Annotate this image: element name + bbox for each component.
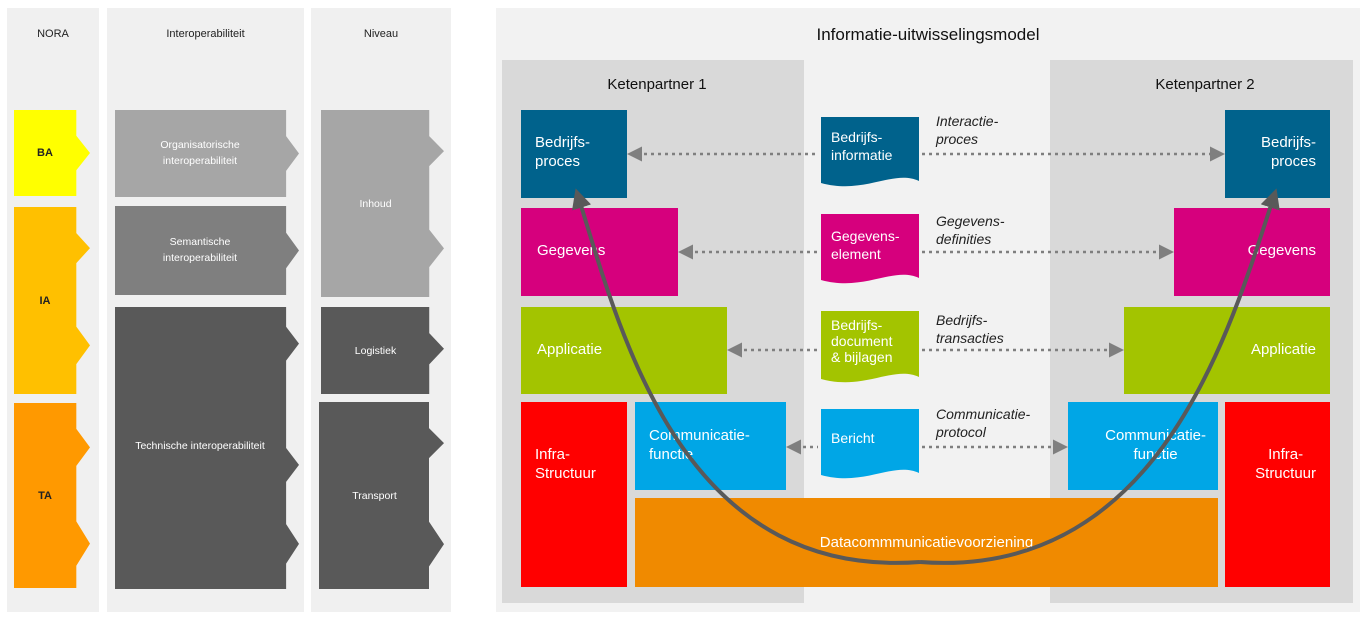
model-title: Informatie-uitwisselingsmodel [816, 25, 1040, 44]
partner1-application-box: Applicatie [521, 307, 727, 394]
level-logistics: Logistiek [321, 307, 444, 394]
exchange-label-interaction: Interactie- proces [936, 113, 999, 147]
interop-label: Semantische interoperabiliteit [162, 235, 238, 264]
exchange-label-transactions: Bedrijfs- transacties [936, 312, 1004, 346]
partner2-application-box: Applicatie [1124, 307, 1330, 394]
box-label: Datacommmunicatievoorziening [819, 534, 1034, 551]
box-label: Infra- Structuur [535, 446, 596, 482]
level-content: Inhoud [321, 110, 444, 297]
exchange-label-protocol: Communicatie- protocol [936, 406, 1031, 440]
interop-semantic: Semantische interoperabiliteit [115, 206, 299, 295]
document-message: Bericht [821, 409, 919, 484]
interop-technical: Technische interoperabiliteit [115, 307, 299, 589]
box-label: Gegevens [537, 242, 606, 259]
partner1-comm-box: Communicatie- functie [635, 402, 786, 490]
box-label: Gegevens [1247, 242, 1316, 259]
document-label: Bedrijfs- document & bijlagen [831, 317, 893, 366]
partner1-data-box: Gegevens [521, 208, 678, 296]
box-label: Applicatie [537, 341, 603, 358]
partner2-infra-box: Infra- Structuur [1225, 402, 1330, 587]
level-label: Transport [352, 489, 397, 502]
interop-label: Organisatorische interoperabiliteit [160, 138, 240, 167]
box-label: Bedrijfs- proces [535, 134, 591, 170]
box-label: Applicatie [1250, 341, 1316, 358]
level-transport: Transport [319, 402, 444, 589]
partner1-infra-box: Infra- Structuur [521, 402, 627, 587]
interop-organisational: Organisatorische interoperabiliteit [115, 110, 299, 197]
partner2-data-box: Gegevens [1174, 208, 1330, 296]
partner2-title: Ketenpartner 2 [1155, 76, 1255, 93]
nora-layer-label: TA [38, 489, 52, 502]
document-shape [821, 117, 919, 187]
interoperability-header: Interoperabiliteit [166, 28, 245, 40]
partner2-comm-box: Communicatie- functie [1068, 402, 1218, 490]
partner1-title: Ketenpartner 1 [607, 76, 707, 93]
document-business-doc: Bedrijfs- document & bijlagen [821, 311, 919, 389]
document-business-info: Bedrijfs- informatie [821, 117, 919, 192]
box-label: Communicatie- functie [649, 427, 750, 463]
nora-header: NORA [37, 28, 69, 40]
document-label: Gegevens- element [831, 228, 900, 262]
exchange-label-data: Gegevens- definities [936, 213, 1005, 247]
box-label: Bedrijfs- proces [1260, 134, 1316, 170]
level-header: Niveau [363, 28, 399, 40]
box-label: Communicatie- functie [1105, 427, 1206, 463]
nora-layer-label: IA [39, 294, 51, 307]
datacomm-bar: Datacommmunicatievoorziening [635, 498, 1218, 587]
document-data-element: Gegevens- element [821, 214, 919, 289]
box-label: Infra- Structuur [1255, 446, 1316, 482]
level-label: Inhoud [359, 197, 392, 210]
partner2-process-box: Bedrijfs- proces [1225, 110, 1330, 198]
document-label: Bericht [831, 430, 875, 446]
document-label: Bedrijfs- informatie [831, 129, 893, 163]
partner1-process-box: Bedrijfs- proces [521, 110, 627, 198]
interop-label: Technische interoperabiliteit [135, 440, 265, 452]
nora-layer-label: BA [37, 147, 53, 159]
level-label: Logistiek [354, 344, 397, 357]
